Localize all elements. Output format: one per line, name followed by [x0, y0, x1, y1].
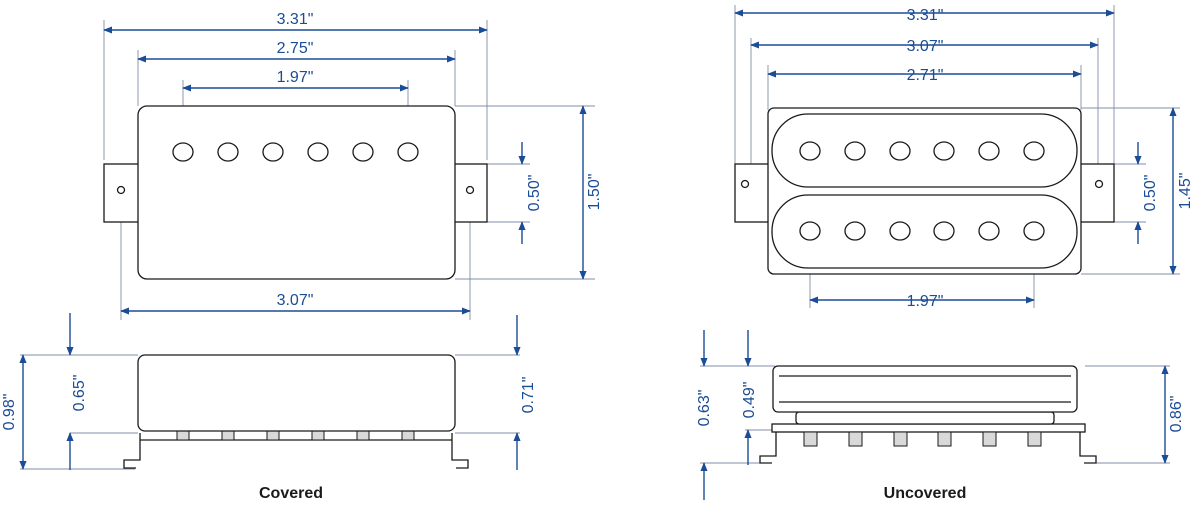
uncovered-bobbin-width-label: 2.71": [907, 67, 944, 84]
covered-side-cover-label: 0.65": [71, 375, 88, 412]
pole-piece: [217, 142, 239, 162]
covered-total-width-label: 3.31": [277, 11, 314, 28]
screw: [176, 430, 190, 441]
uncovered-caption: Uncovered: [884, 485, 967, 502]
pole-piece: [889, 221, 911, 241]
right-foot: [451, 433, 469, 469]
uncovered-total-width-label: 3.31": [907, 7, 944, 24]
screw: [937, 431, 952, 447]
left-foot: [759, 430, 777, 464]
upper-pole-pieces: [799, 141, 1045, 161]
uncovered-side-view: 0.63" 0.49" 0.86" Uncovered: [696, 330, 1185, 502]
left-mount-hole: [116, 185, 126, 195]
covered-mount-spacing-label: 3.07": [277, 292, 314, 309]
pole-piece: [978, 221, 1000, 241]
screw: [803, 431, 818, 447]
pole-piece: [397, 142, 419, 162]
screw: [311, 430, 325, 441]
pole-piece: [844, 221, 866, 241]
lower-bobbin: [771, 194, 1078, 269]
covered-side-cover: [137, 354, 456, 432]
uncovered-pole-spacing-label: 1.97": [907, 293, 944, 310]
uncovered-side-magnet: [795, 411, 1055, 425]
uncovered-side-screws: [803, 431, 1042, 447]
right-mount-hole: [1094, 179, 1104, 189]
pole-piece: [799, 221, 821, 241]
left-mount-hole: [740, 179, 750, 189]
screw: [1027, 431, 1042, 447]
screw: [356, 430, 370, 441]
covered-cover-width-label: 2.75": [277, 40, 314, 57]
screw: [401, 430, 415, 441]
pole-piece: [307, 142, 329, 162]
uncovered-side-total-label: 0.86": [1168, 396, 1185, 433]
screw: [221, 430, 235, 441]
lower-pole-pieces: [799, 221, 1045, 241]
screw: [893, 431, 908, 447]
covered-side-total-label: 0.98": [1, 394, 18, 431]
covered-top-view: 3.31" 2.75" 1.97" 3.07" 1.50" 0.50": [103, 11, 603, 320]
pole-piece: [889, 141, 911, 161]
uncovered-height-label: 1.45": [1177, 173, 1194, 210]
uncovered-side-bobbin-label: 0.49": [741, 382, 758, 419]
screw: [982, 431, 997, 447]
covered-side-right-label: 0.71": [520, 377, 537, 414]
covered-pole-pieces: [172, 142, 419, 162]
screw: [266, 430, 280, 441]
covered-caption: Covered: [259, 485, 323, 502]
pole-piece: [1023, 221, 1045, 241]
left-mount-tab: [103, 163, 145, 223]
left-foot: [123, 433, 141, 469]
covered-height-label: 1.50": [586, 174, 603, 211]
pole-piece: [352, 142, 374, 162]
covered-side-view: 0.98" 0.65" 0.71" Covered: [1, 313, 537, 502]
pole-piece: [844, 141, 866, 161]
screw: [848, 431, 863, 447]
right-mount-hole: [465, 185, 475, 195]
upper-bobbin: [771, 113, 1078, 188]
uncovered-mount-spacing-label: 3.07": [907, 38, 944, 55]
right-foot: [1079, 430, 1097, 464]
uncovered-side-bobbin: [772, 365, 1078, 413]
uncovered-side-base-plate: [771, 423, 1086, 433]
covered-pole-spacing-label: 1.97": [277, 69, 314, 86]
uncovered-side-left-label: 0.63": [696, 390, 713, 427]
pole-piece: [172, 142, 194, 162]
pole-piece: [933, 141, 955, 161]
covered-side-screws: [176, 430, 415, 441]
pole-piece: [1023, 141, 1045, 161]
pole-piece: [262, 142, 284, 162]
covered-pickup-cover: [137, 105, 456, 280]
uncovered-top-view: 3.31" 3.07" 2.71" 1.97" 1.45" 0.50": [734, 5, 1194, 310]
pole-piece: [933, 221, 955, 241]
uncovered-tab-height-label: 0.50": [1142, 175, 1159, 212]
pole-piece: [978, 141, 1000, 161]
pole-piece: [799, 141, 821, 161]
covered-tab-height-label: 0.50": [526, 175, 543, 212]
